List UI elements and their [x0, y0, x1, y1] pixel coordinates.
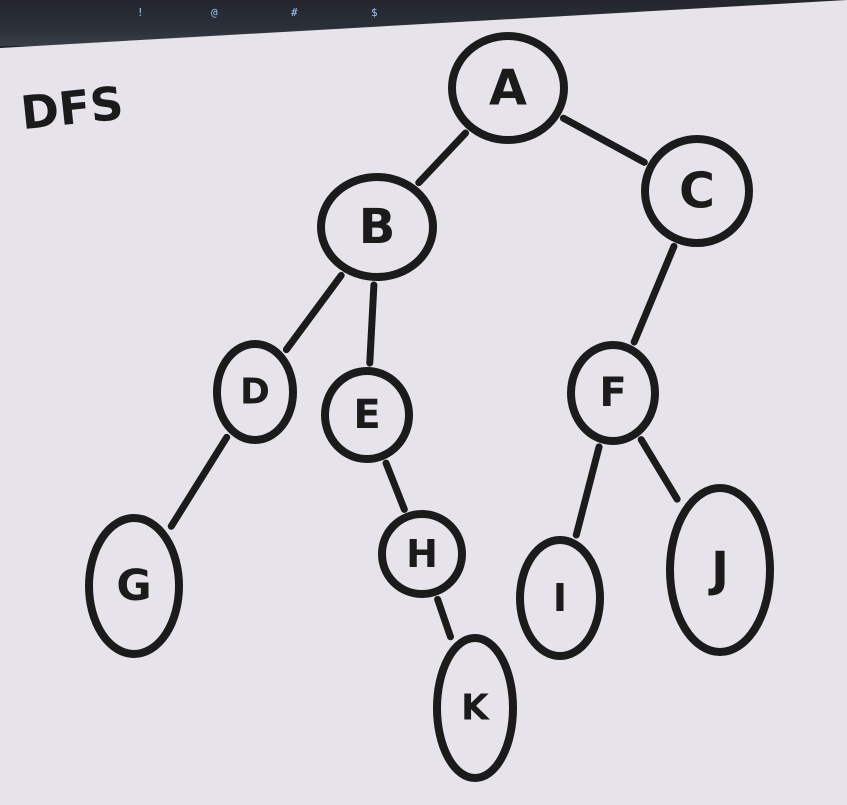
- node-circle: [516, 536, 604, 660]
- node-circle: [641, 135, 753, 247]
- node-b: B: [317, 173, 437, 281]
- node-circle: [321, 367, 413, 463]
- node-h: H: [378, 510, 466, 598]
- node-e: E: [321, 367, 413, 463]
- edge-e-h: [382, 459, 408, 513]
- key-glyph: @: [211, 6, 218, 19]
- edge-f-i: [572, 443, 603, 539]
- node-label: D: [240, 372, 270, 413]
- node-circle: [448, 32, 568, 144]
- edge-a-c: [559, 114, 648, 166]
- node-label: E: [353, 392, 380, 438]
- node-g: G: [85, 514, 183, 658]
- node-label: K: [461, 688, 490, 729]
- node-label: C: [679, 163, 715, 220]
- node-label: F: [599, 370, 626, 416]
- node-j: J: [666, 484, 774, 656]
- nodes-layer: A B C D E F G H I J K: [85, 32, 774, 782]
- edge-a-b: [415, 129, 470, 187]
- node-circle: [433, 634, 517, 782]
- node-circle: [666, 484, 774, 656]
- node-circle: [213, 340, 297, 444]
- node-label: J: [708, 542, 729, 598]
- key-glyph: $: [371, 6, 378, 19]
- edge-b-d: [282, 271, 345, 354]
- node-label: G: [116, 561, 151, 611]
- diagram-title: DFS: [18, 76, 126, 140]
- node-d: D: [213, 340, 297, 444]
- key-glyph: !: [137, 6, 144, 19]
- node-f: F: [567, 341, 659, 445]
- node-circle: [567, 341, 659, 445]
- node-c: C: [641, 135, 753, 247]
- node-a: A: [448, 32, 568, 144]
- edge-c-f: [630, 242, 678, 346]
- node-label: A: [489, 60, 527, 117]
- edge-h-k: [434, 595, 454, 641]
- node-label: I: [553, 576, 567, 620]
- edge-d-g: [167, 433, 231, 530]
- key-glyph: #: [291, 6, 298, 19]
- edges-layer: [167, 114, 681, 641]
- edge-b-e: [366, 281, 378, 367]
- node-circle: [317, 173, 437, 281]
- node-k: K: [433, 634, 517, 782]
- node-label: H: [406, 532, 438, 576]
- node-i: I: [516, 536, 604, 660]
- node-label: B: [359, 199, 396, 255]
- edge-f-j: [637, 436, 681, 503]
- node-circle: [378, 510, 466, 598]
- node-circle: [85, 514, 183, 658]
